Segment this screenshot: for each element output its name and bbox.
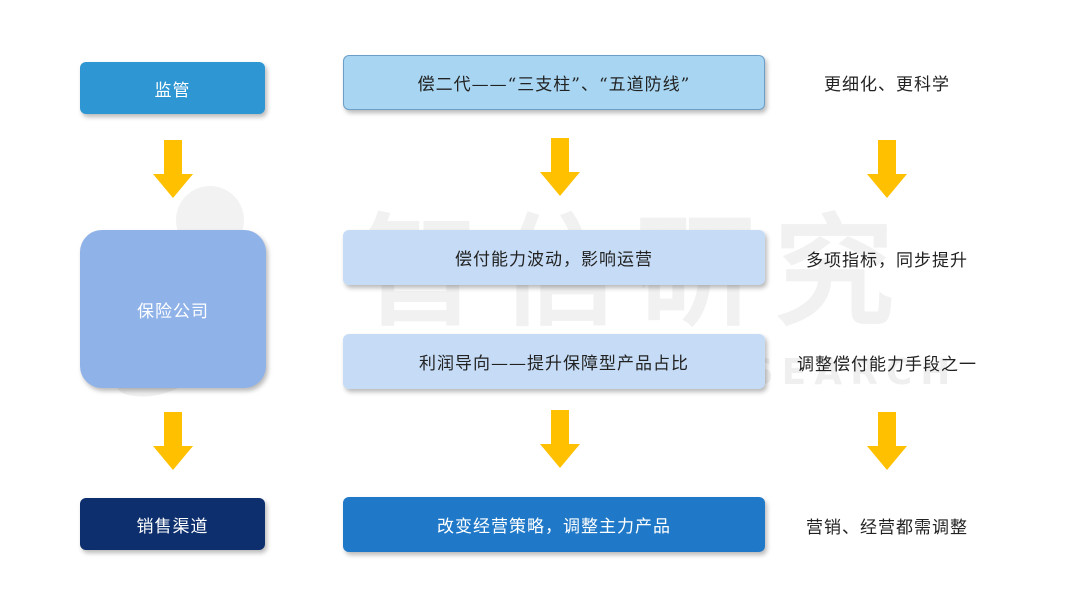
regulator-box: 监管 (80, 62, 265, 114)
insurer-box: 保险公司 (80, 230, 266, 388)
arrow-down-icon (540, 138, 580, 196)
arrow-down-icon (867, 140, 907, 198)
channel-box: 销售渠道 (80, 498, 265, 550)
arrow-down-icon (153, 412, 193, 470)
strategy-box: 改变经营策略，调整主力产品 (343, 497, 765, 552)
solvency-box: 偿付能力波动，影响运营 (343, 230, 765, 285)
note-solvency-means: 调整偿付能力手段之一 (797, 354, 977, 375)
profit-box: 利润导向——提升保障型产品占比 (343, 334, 765, 389)
c-ross-box: 偿二代——“三支柱”、“五道防线” (343, 55, 765, 110)
arrow-down-icon (153, 140, 193, 198)
note-indicators: 多项指标，同步提升 (806, 250, 968, 271)
note-refined: 更细化、更科学 (824, 74, 950, 95)
note-adjust: 营销、经营都需调整 (806, 517, 968, 538)
arrow-down-icon (540, 410, 580, 468)
arrow-down-icon (867, 412, 907, 470)
